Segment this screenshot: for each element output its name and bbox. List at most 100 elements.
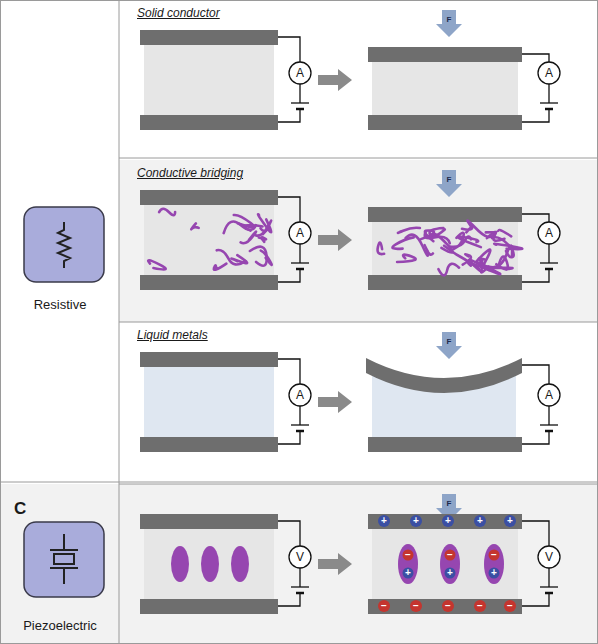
charge-sign: − [413,601,419,611]
piezo-symbol [50,549,78,551]
wire [278,359,300,384]
force-label: F [447,337,452,346]
negative-charge [445,550,456,561]
battery-symbol [291,102,309,103]
conductive-filler [259,237,266,242]
conductive-filler [217,250,246,264]
meter-symbol: A [545,66,553,80]
conductive-filler [486,230,511,236]
wire [278,37,300,62]
piezo-grain [171,546,189,582]
wire [278,269,300,282]
wire [299,568,300,587]
battery-symbol [545,592,553,595]
core [144,44,274,116]
force-arrow [436,170,462,197]
wire [522,365,549,384]
piezo-symbol [63,568,65,584]
piezo-grain [201,546,219,582]
charge-sign: − [507,601,513,611]
battery-symbol [545,268,553,271]
wire [278,109,300,122]
wire [278,197,300,222]
meter-symbol: V [296,550,304,564]
conductive-filler [191,223,198,229]
electrode-plate [140,190,278,205]
conductive-filler [450,236,471,246]
electrode-plate [140,30,278,45]
wire [278,431,300,444]
negative-charge [442,600,454,612]
panel-ground [0,484,119,644]
wire [522,269,549,282]
icon-box: Piezoelectric [4,520,116,640]
positive-charge [403,568,414,579]
piezo-symbol [54,554,74,564]
conductive-filler [431,234,453,253]
panel: Conductive bridging [119,160,598,322]
conductive-filler [398,228,420,233]
conductive-filler [256,221,272,236]
wire [548,406,549,425]
charge-sign: + [445,516,451,526]
negative-charge [403,550,414,561]
panel: Solid conductor [119,0,598,158]
meter-symbol: A [545,388,553,402]
panel-heading: Conductive bridging [137,166,243,180]
meter-symbol: A [296,388,304,402]
piezo-grain [231,546,249,582]
conductive-filler [224,221,256,233]
transition-arrow [318,229,352,251]
core [372,61,518,116]
electrode-plate [140,514,278,529]
charge-sign: − [477,601,483,611]
force-arrow [436,10,462,37]
meter-symbol: V [545,550,553,564]
deformed-plate [366,358,522,393]
core [372,221,518,276]
core [144,204,274,276]
divider [119,322,598,323]
battery-symbol [291,262,309,263]
wire [522,431,549,444]
positive-charge [378,515,390,527]
battery-symbol [540,262,558,263]
battery-symbol [296,430,304,433]
wire [522,214,549,222]
conductive-filler [462,227,472,232]
panel: Liquid metals [119,322,598,482]
wire [522,593,549,606]
wire [548,84,549,103]
battery-symbol [296,592,304,595]
positive-charge [489,568,500,579]
wire [522,54,549,62]
charge-sign: − [491,550,497,560]
charge-sign: + [381,516,387,526]
conductive-filler [392,237,413,248]
divider [119,158,598,159]
battery-symbol [296,108,304,111]
positive-charge [504,515,516,527]
core [144,366,274,438]
meter-circle [289,384,311,406]
core [144,528,274,600]
meter-circle [538,384,560,406]
transition-arrow [318,553,352,575]
polarized-grain [440,544,460,584]
conductive-filler [250,247,267,266]
polarized-grain [484,544,504,584]
charge-sign: + [447,568,453,578]
force-arrow [436,332,462,359]
charge-sign: − [405,550,411,560]
charge-sign: − [445,601,451,611]
core [372,528,518,600]
battery-symbol [540,586,558,587]
electrode-plate [368,115,522,130]
electrode-plate [368,514,522,529]
panel-ground [119,484,598,644]
meter-circle [289,222,311,244]
category-label: Resistive [4,297,116,312]
force-label: F [447,175,452,184]
conductive-filler [397,255,416,262]
